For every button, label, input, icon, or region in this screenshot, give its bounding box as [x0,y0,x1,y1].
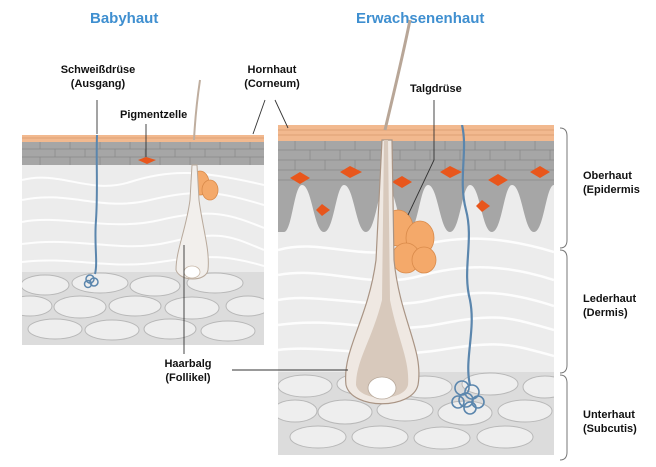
label-pigment-cell: Pigmentzelle [120,108,187,122]
bracket-dermis [560,250,567,373]
label-follicle-line2: (Follikel) [148,371,228,385]
leader-corneum-baby [253,100,265,134]
baby-corneum-layer [22,135,264,142]
leader-corneum-adult [275,100,288,128]
label-corneum-line2: (Corneum) [232,77,312,91]
label-subcutis-line1: Unterhaut [583,408,637,422]
label-epidermis-line2: (Epidermis [583,183,640,197]
baby-hair-shaft [194,80,200,140]
label-corneum-line1: Hornhaut [232,63,312,77]
label-dermis-line2: (Dermis) [583,306,636,320]
label-dermis-line1: Lederhaut [583,292,636,306]
adult-corneum-layer [278,125,554,141]
label-subcutis: Unterhaut (Subcutis) [583,408,637,436]
label-sweat-gland-line1: Schweißdrüse [55,63,141,77]
adult-hair-shaft [385,20,410,130]
bracket-subcutis [560,375,567,460]
label-follicle-line1: Haarbalg [148,357,228,371]
label-corneum: Hornhaut (Corneum) [232,63,312,91]
label-epidermis: Oberhaut (Epidermis [583,169,640,197]
label-dermis: Lederhaut (Dermis) [583,292,636,320]
label-subcutis-line2: (Subcutis) [583,422,637,436]
adult-skin-block [273,125,567,455]
label-sebaceous-gland: Talgdrüse [410,82,462,96]
label-sweat-gland-line2: (Ausgang) [55,77,141,91]
label-sweat-gland: Schweißdrüse (Ausgang) [55,63,141,91]
baby-skin-block [8,135,270,345]
layer-brackets [560,128,567,460]
label-epidermis-line1: Oberhaut [583,169,640,183]
label-follicle: Haarbalg (Follikel) [148,357,228,385]
bracket-epidermis [560,128,567,248]
